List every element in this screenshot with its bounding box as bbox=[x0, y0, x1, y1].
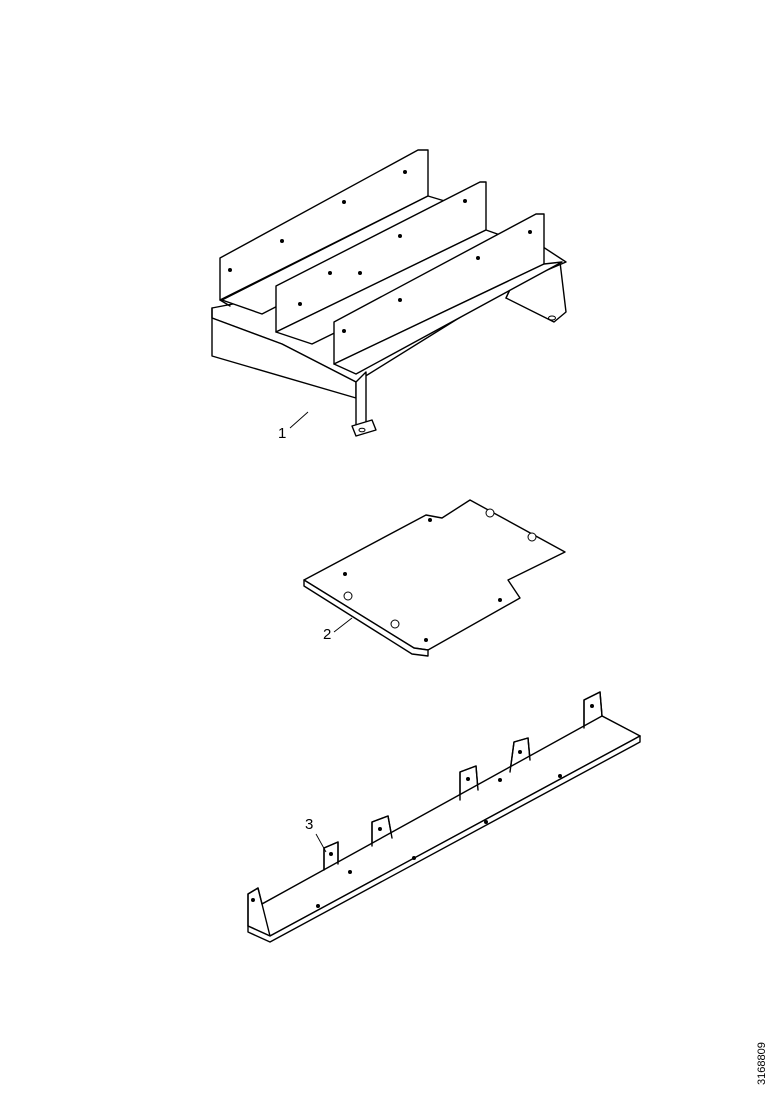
callout-part-2: 2 bbox=[323, 626, 332, 643]
part-1-bracket-assembly bbox=[211, 149, 567, 437]
part-2-mounting-plate bbox=[303, 499, 566, 657]
part-3-angle-rail bbox=[247, 691, 641, 943]
drawing-number: 3168809 bbox=[756, 1042, 768, 1085]
callout-part-3: 3 bbox=[305, 816, 314, 833]
callout-part-1: 1 bbox=[278, 425, 287, 442]
